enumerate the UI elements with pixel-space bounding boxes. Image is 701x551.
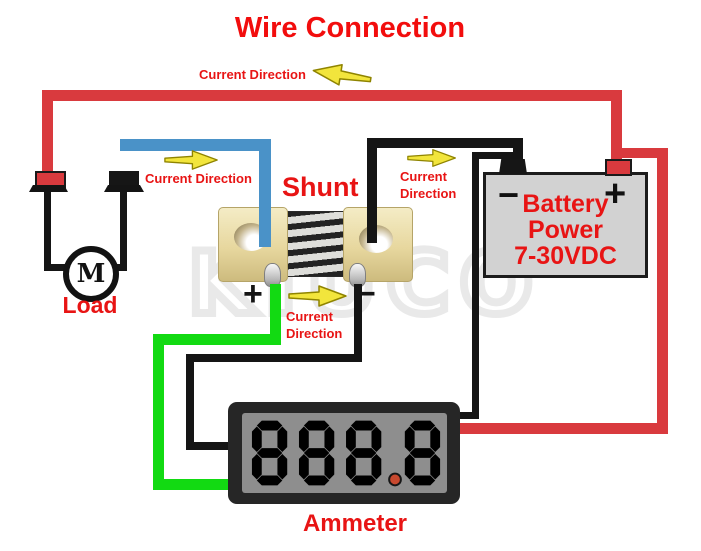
shunt-component: [218, 207, 413, 287]
battery-line1: Battery: [522, 190, 609, 218]
load-terminal-positive-base: [29, 185, 68, 192]
current-direction-line1: Current: [400, 169, 447, 184]
ammeter-component: [228, 402, 460, 504]
wire-black-to-battery-horizontal: [367, 138, 523, 148]
current-direction-arrow-bottom-icon: [288, 285, 347, 307]
current-direction-label-right: Current Direction: [400, 168, 456, 202]
shunt-label: Shunt: [282, 172, 359, 202]
battery-terminal-negative: [499, 159, 527, 174]
wire-black-sense-horizontal: [186, 354, 362, 362]
wire-black-battery-down: [472, 152, 479, 419]
wire-blue-horizontal: [120, 139, 271, 151]
wire-black-sense-into-ammeter: [186, 442, 236, 450]
motor-letter: M: [76, 259, 106, 289]
current-direction-label-bottom: Current Direction: [286, 308, 342, 342]
wire-red-right-vertical: [657, 148, 668, 434]
battery-text: Battery Power 7-30VDC: [486, 191, 645, 269]
ammeter-label: Ammeter: [302, 510, 408, 537]
seven-segment-digits: [251, 420, 441, 487]
wire-red-left-vertical: [42, 90, 53, 176]
motor-symbol: M: [63, 246, 119, 302]
wire-black-shunt-up: [367, 138, 377, 243]
wire-black-into-ammeter-top: [455, 412, 479, 419]
load-label: Load: [62, 292, 118, 318]
current-direction-arrow-right-icon: [407, 149, 456, 167]
wire-black-to-motor-left: [44, 264, 68, 271]
wire-black-sense-vertical: [186, 354, 194, 450]
wire-black-from-shunt-minus: [354, 284, 362, 362]
wire-black-minus-jog: [472, 152, 516, 159]
wire-blue-into-shunt: [259, 139, 271, 247]
current-direction-line1: Current: [286, 309, 333, 324]
wire-black-to-battery-minus: [513, 138, 523, 164]
wire-black-load-right: [120, 188, 127, 271]
current-direction-label-blue: Current Direction: [145, 171, 252, 186]
wire-red-top-horizontal: [42, 90, 622, 101]
wire-red-to-battery-plus: [611, 90, 622, 162]
battery-line2: Power: [527, 216, 604, 244]
shunt-resistive-element: [278, 211, 350, 277]
battery-terminal-positive: [605, 159, 632, 176]
load-terminal-negative: [109, 171, 139, 187]
battery-minus-sign: −: [498, 174, 520, 215]
wire-red-branch-horizontal: [618, 148, 668, 158]
battery-line3: 7-30VDC: [514, 242, 617, 270]
current-direction-label-top: Current Direction: [199, 67, 306, 82]
page-title: Wire Connection: [234, 12, 466, 44]
wire-black-load-left: [44, 188, 51, 271]
load-terminal-negative-base: [104, 185, 144, 192]
current-direction-line2: Direction: [286, 326, 343, 341]
current-direction-arrow-top-left-icon: [311, 59, 373, 91]
wire-green-from-shunt-plus: [270, 284, 281, 345]
battery: − + Battery Power 7-30VDC: [483, 172, 648, 278]
wire-green-vertical: [153, 334, 164, 490]
current-direction-line2: Direction: [400, 186, 457, 201]
current-direction-arrow-blue-icon: [164, 150, 218, 170]
battery-plus-sign: +: [604, 173, 627, 215]
wire-red-to-ammeter: [456, 423, 668, 434]
wire-green-into-ammeter: [153, 479, 236, 490]
wire-green-horizontal: [153, 334, 281, 345]
shunt-plus-sign: +: [243, 275, 263, 313]
ammeter-display: [242, 413, 447, 493]
